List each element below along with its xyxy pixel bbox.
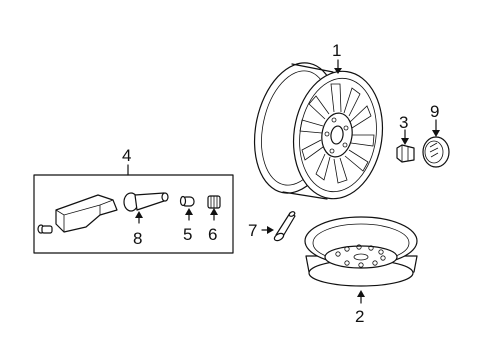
- callout-8: 8: [133, 211, 143, 248]
- callout-6: 6: [208, 208, 218, 244]
- callout-9: 9: [430, 102, 440, 137]
- callout-7: 7: [248, 221, 274, 240]
- valve-core: [179, 195, 195, 207]
- tpms-screw: [37, 224, 53, 234]
- callout-2: 2: [355, 290, 365, 326]
- callout-8-label: 8: [133, 229, 142, 248]
- callout-1-label: 1: [332, 41, 341, 60]
- valve-stem: [273, 211, 296, 242]
- callout-1: 1: [332, 41, 342, 74]
- center-cap: [422, 136, 450, 168]
- spare-wheel: [304, 216, 418, 287]
- callout-2-label: 2: [355, 307, 364, 326]
- callout-7-label: 7: [248, 221, 257, 240]
- valve-cap: [207, 195, 221, 209]
- tpms-sensor: [55, 194, 118, 233]
- callout-6-label: 6: [208, 225, 217, 244]
- callout-3-label: 3: [399, 113, 408, 132]
- callout-5: 5: [183, 208, 193, 244]
- tpms-valve: [123, 192, 169, 212]
- callout-3: 3: [399, 113, 409, 145]
- wheel: [253, 62, 384, 200]
- callout-9-label: 9: [430, 102, 439, 121]
- callout-4-label: 4: [122, 146, 131, 165]
- lug-nut: [396, 144, 415, 163]
- tpms-kit-box: [33, 174, 234, 254]
- callout-4: 4: [122, 146, 131, 176]
- callout-5-label: 5: [183, 225, 192, 244]
